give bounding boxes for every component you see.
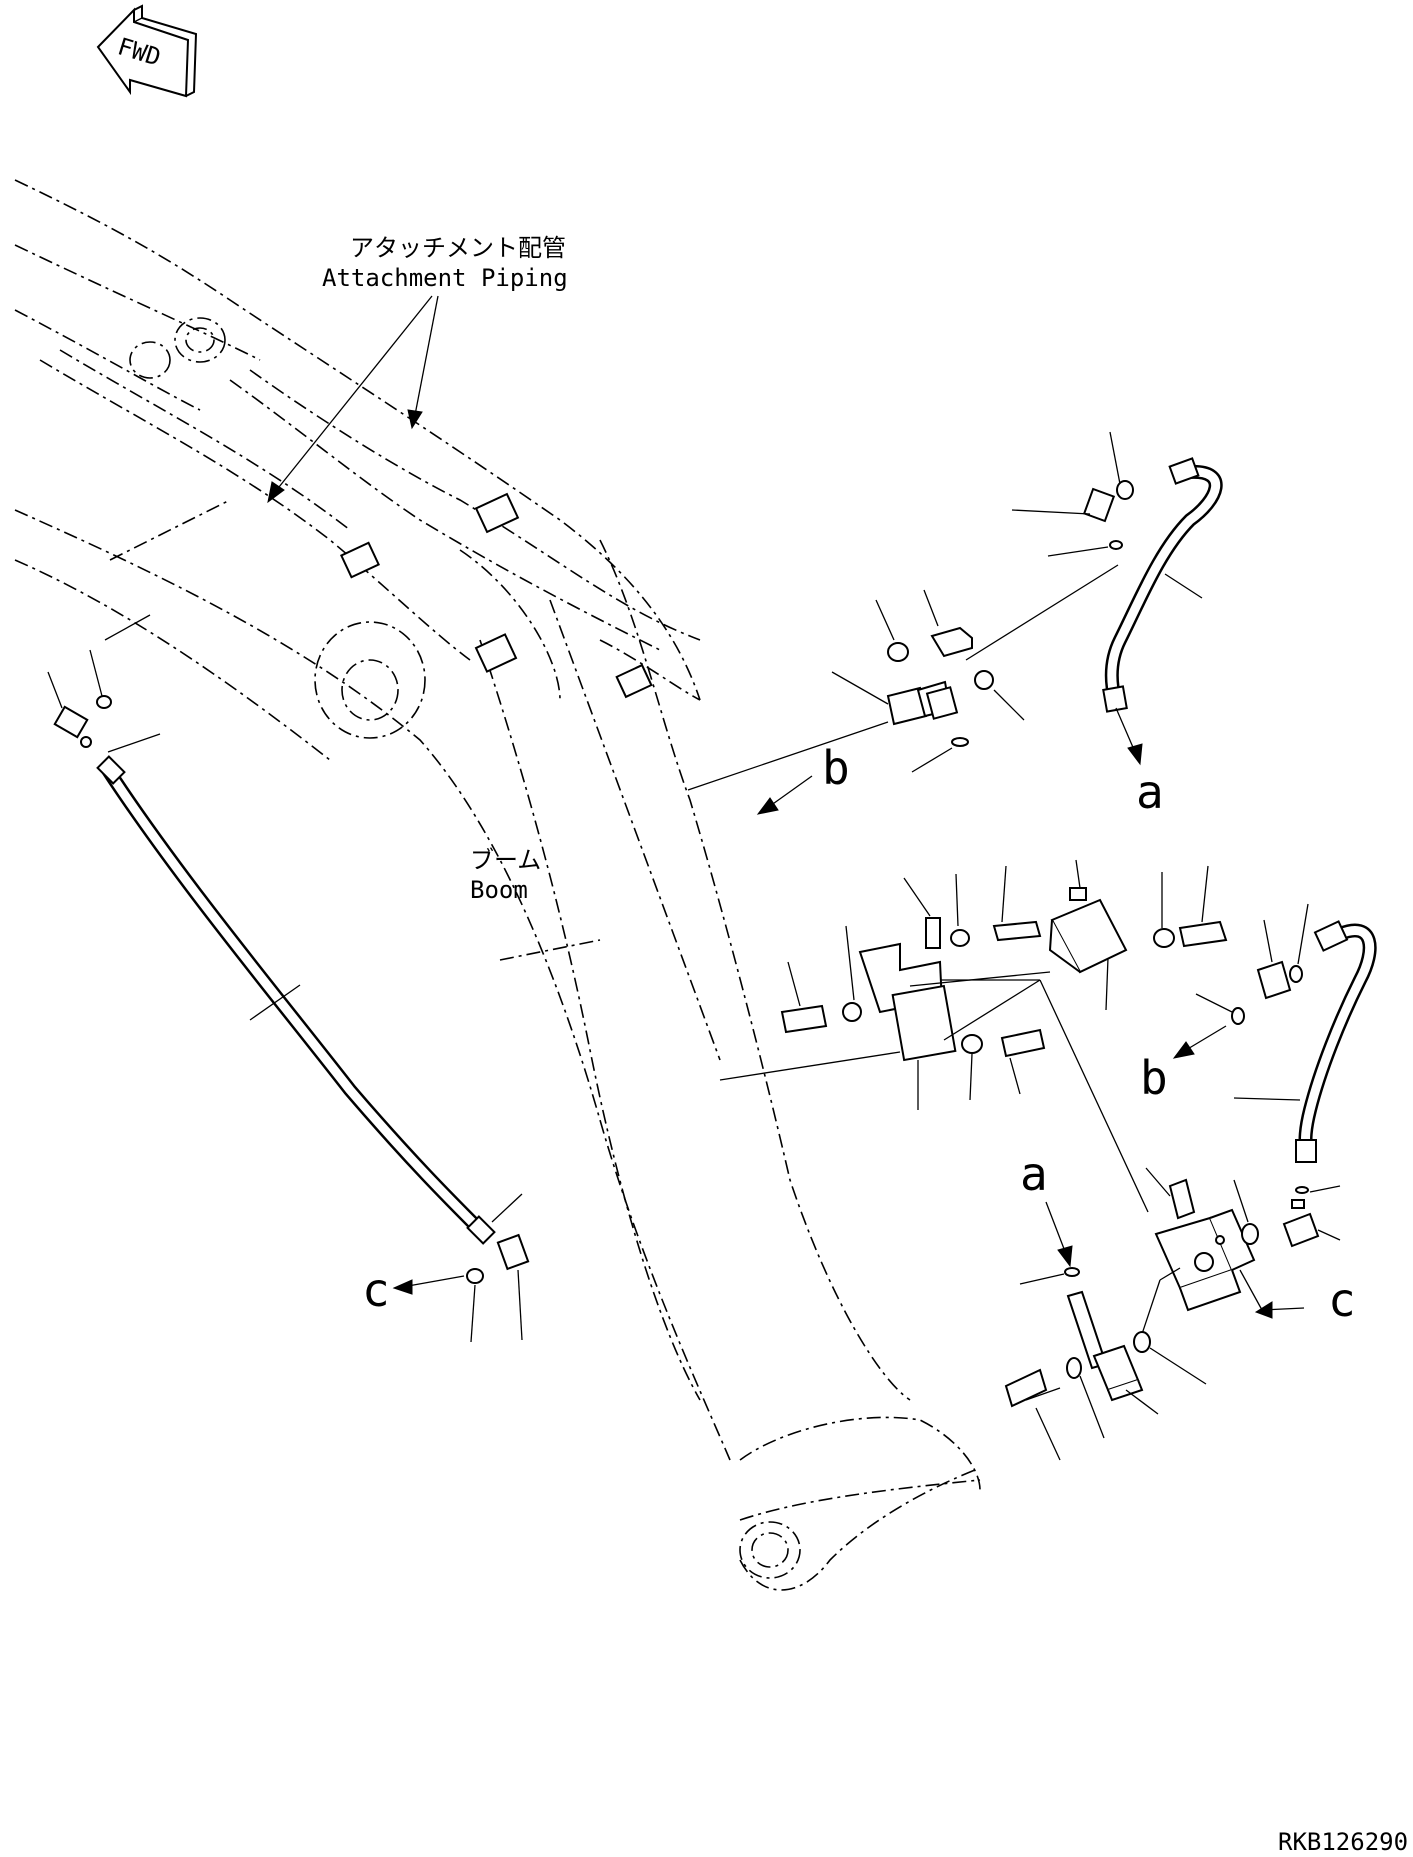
left-hose-assembly <box>47 614 530 1343</box>
ref-b-top: b <box>822 741 850 795</box>
middle-bracket-group <box>719 859 1228 1213</box>
attachment-piping-lines <box>39 349 701 701</box>
fwd-direction-arrow: FWD <box>96 4 198 98</box>
ref-b-right: b <box>1140 1051 1168 1105</box>
attachment-piping-label-en: Attachment Piping <box>322 264 568 292</box>
attachment-piping-leaders <box>267 295 439 504</box>
ref-a-lower: a <box>1020 1147 1048 1201</box>
pipe-clamps <box>340 492 653 699</box>
valve-block-group <box>1133 1167 1341 1385</box>
boom-label-jp: ブーム <box>470 846 541 874</box>
lower-right-hose-assembly <box>1172 903 1377 1163</box>
upper-bracket-group <box>687 589 1025 815</box>
lower-swivel-group <box>1004 1201 1159 1461</box>
upper-right-hose-assembly <box>965 431 1223 766</box>
drawing-number: RKB126290 <box>1278 1828 1408 1856</box>
ref-c-right: c <box>1328 1273 1356 1327</box>
fwd-label: FWD <box>114 32 164 71</box>
ref-a-top: a <box>1136 765 1164 819</box>
ref-c-left: c <box>362 1263 390 1317</box>
boom-label-en: Boom <box>470 876 528 904</box>
attachment-piping-label-jp: アタッチメント配管 <box>350 234 566 262</box>
boom-outline <box>14 179 981 1591</box>
